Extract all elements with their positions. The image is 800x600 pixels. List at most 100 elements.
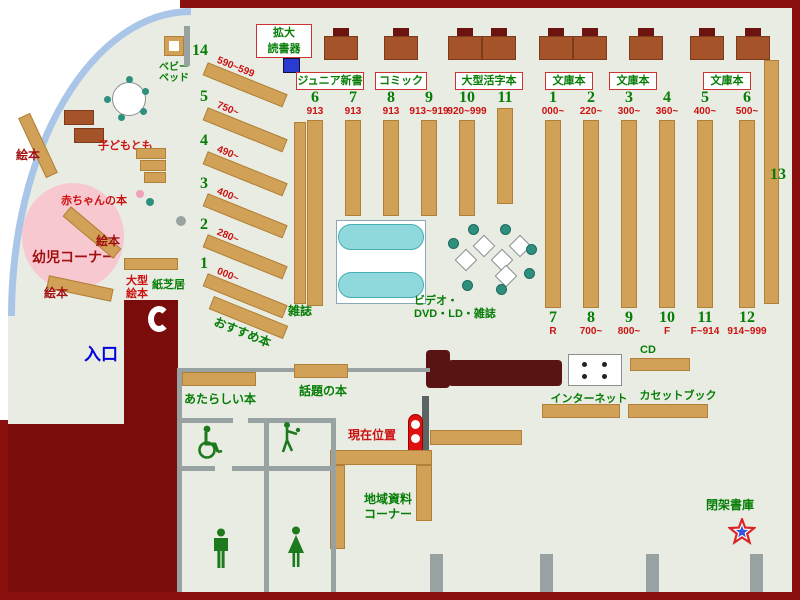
chair [638, 28, 654, 37]
large-picture-label-1: 大型 [126, 275, 148, 287]
bookshelf-13 [764, 60, 779, 304]
baby-books-label: 赤ちゃんの本 [61, 195, 127, 207]
shelf-number: 1 [549, 89, 557, 106]
chair-dot [462, 280, 473, 291]
terminal-dot [582, 374, 587, 379]
wall-segment [232, 466, 336, 471]
chair [393, 28, 409, 37]
reading-table [384, 28, 418, 60]
shelf-number: 7 [349, 89, 357, 106]
shelf-number: 10 [459, 89, 475, 106]
shelf-range: 300~ [617, 106, 641, 117]
marker-dot [411, 420, 420, 429]
genre-label-bunko-2: 文庫本 [609, 72, 657, 90]
bookshelf [621, 120, 637, 308]
shelf-number: 5 [701, 89, 709, 106]
closed-stacks-star-icon [726, 515, 758, 551]
step-shelf [144, 172, 166, 183]
chair-dot [118, 114, 125, 121]
chair-dot [500, 224, 511, 235]
stool-dot [136, 190, 144, 198]
chair [333, 28, 349, 37]
baby-changing-icon [278, 420, 304, 461]
pillar [422, 396, 429, 458]
wall-segment [177, 418, 233, 423]
stool-dot [146, 198, 154, 206]
cd-label: CD [640, 344, 656, 356]
wall-segment [177, 368, 182, 592]
solid-block-lower [8, 424, 178, 592]
curved-bench [338, 224, 424, 250]
wall-segment [177, 466, 215, 471]
shelf-range: 920~999 [447, 106, 487, 117]
pillar [540, 554, 553, 592]
shelf-number: 4 [200, 132, 208, 149]
magazine-shelf [294, 122, 306, 304]
bookshelf [421, 120, 437, 216]
reading-table [448, 28, 482, 60]
chair-dot [524, 268, 535, 279]
cassette-book-label: カセットブック [639, 390, 717, 402]
large-picture-shelf [124, 258, 178, 270]
reading-table [539, 28, 573, 60]
current-location-label: 現在位置 [348, 428, 397, 442]
chair-dot [140, 108, 147, 115]
genre-label-large-print: 大型活字本 [455, 72, 523, 90]
chair [491, 28, 507, 37]
chair-dot [104, 96, 111, 103]
shelf-range: 220~ [579, 106, 603, 117]
wall-segment [264, 418, 269, 592]
marker-dot [411, 434, 420, 443]
shelf-number: 3 [200, 175, 208, 192]
table-top [629, 36, 663, 60]
genre-label-comic: コミック [375, 72, 427, 90]
reading-table [573, 28, 607, 60]
bookshelf [307, 120, 323, 306]
shelf-number: 6 [743, 89, 751, 106]
bookshelf [697, 120, 713, 308]
chair [548, 28, 564, 37]
shelf-number-13: 13 [770, 166, 786, 183]
pillar-dot [176, 216, 186, 226]
chair-dot [142, 88, 149, 95]
terminal-dot [602, 362, 607, 367]
shelf-number: 7 [549, 309, 557, 326]
shelf-range: 913 [344, 106, 362, 117]
media-shelf [542, 404, 620, 418]
reading-device-label-line1: 拡大 [273, 27, 295, 39]
chair [699, 28, 715, 37]
table-top [384, 36, 418, 60]
baby-bed-label-1: ベビー [159, 62, 189, 73]
picture-book-label-1: 絵本 [16, 148, 41, 162]
bookshelf [459, 120, 475, 216]
local-corner-shelf [330, 450, 432, 465]
shelf-range: R [549, 326, 557, 337]
kids-table [74, 128, 104, 143]
wall-bottom [0, 592, 800, 600]
picture-book-label-2: 絵本 [96, 234, 121, 248]
shelf-number: 14 [192, 42, 208, 59]
shelf-range: 500~ [735, 106, 759, 117]
bookshelf [659, 120, 675, 308]
womens-room-icon [284, 526, 308, 573]
reading-device-label-line2: 読書器 [267, 43, 301, 55]
shelf-range: 700~ [579, 326, 603, 337]
table-top [736, 36, 770, 60]
terminal-dot [582, 362, 587, 367]
genre-label-bunko-1: 文庫本 [545, 72, 593, 90]
genre-label-junior: ジュニア新書 [296, 72, 364, 90]
reading-table [736, 28, 770, 60]
large-picture-label-2: 絵本 [126, 288, 148, 300]
table-top [690, 36, 724, 60]
bookshelf [497, 108, 513, 204]
shelf-number: 9 [625, 309, 633, 326]
new-books-shelf [182, 372, 256, 386]
bench-shelf [430, 430, 522, 445]
shelf-range: 000~ [541, 106, 565, 117]
pillar [646, 554, 659, 592]
